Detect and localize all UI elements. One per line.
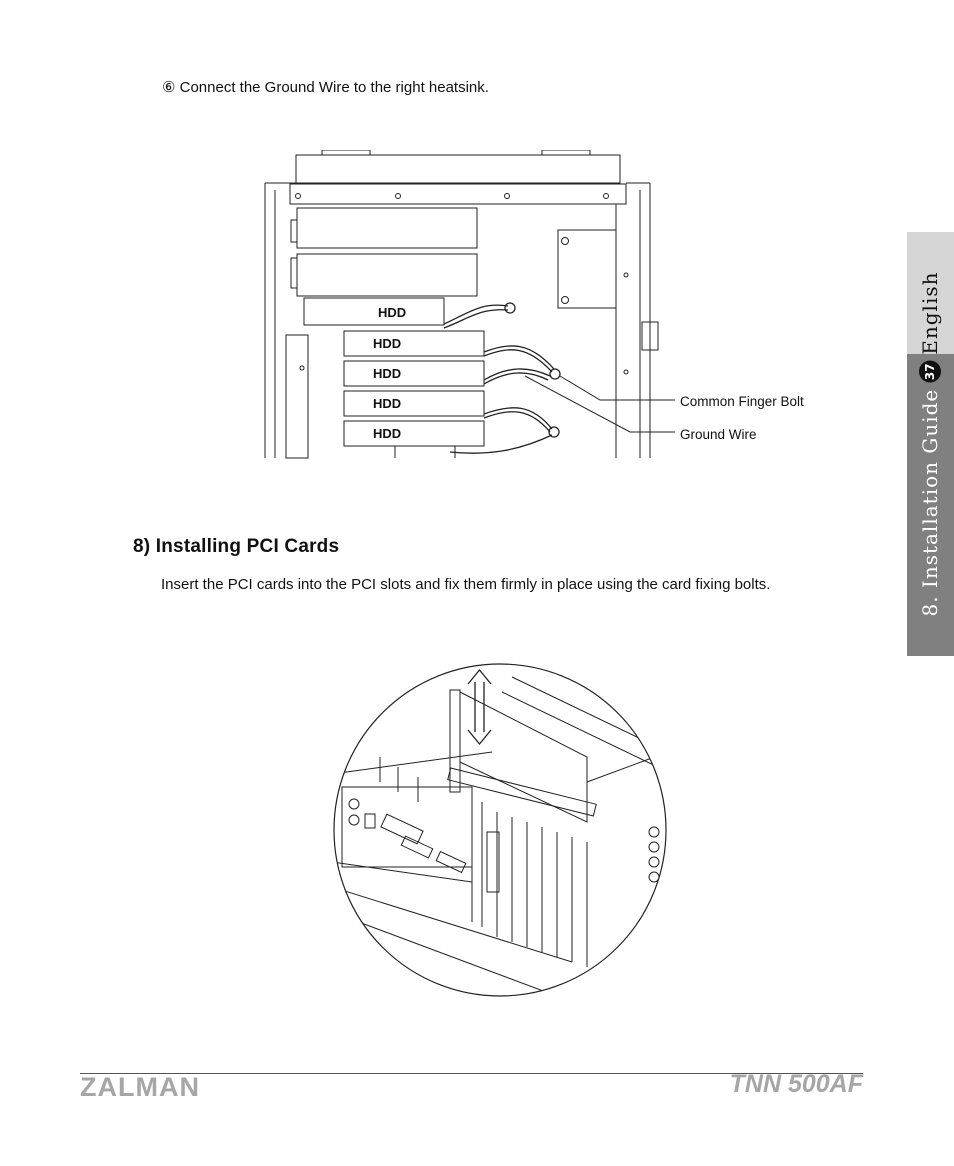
hdd-label: HDD <box>373 336 401 351</box>
insertion-arrow <box>467 668 492 746</box>
callout-ground-wire: Ground Wire <box>680 427 757 442</box>
product-model: TNN 500AF <box>729 1070 863 1098</box>
section-title: 8) Installing PCI Cards <box>133 536 340 557</box>
drive-bays <box>290 207 485 458</box>
pci-card-slots <box>447 767 597 967</box>
brand-logo: ZALMAN <box>80 1072 200 1102</box>
side-tab-chapter: 8. Installation Guide <box>918 388 942 617</box>
section-body: Insert the PCI cards into the PCI slots … <box>161 576 771 593</box>
hdd-label: HDD <box>373 366 401 381</box>
rear-panel <box>334 751 573 996</box>
pci-card-installation-diagram <box>333 663 667 997</box>
side-tab-language: English <box>918 271 942 355</box>
hdd-ground-wire-diagram: HDD HDD HDD HDD HDD Common Finger Bolt G… <box>264 150 804 459</box>
step-instruction: ⑥ Connect the Ground Wire to the right h… <box>162 79 489 96</box>
callout-common-finger-bolt: Common Finger Bolt <box>680 394 804 409</box>
hdd-label: HDD <box>378 305 406 320</box>
hdd-label: HDD <box>373 426 401 441</box>
callout-lines <box>524 375 675 433</box>
footer-divider <box>80 1073 863 1074</box>
side-holes <box>648 826 660 883</box>
page-number-badge: 37 <box>919 360 941 383</box>
pci-card <box>449 676 666 823</box>
chapter-side-tab: 8. Installation Guide 37 English <box>907 232 954 656</box>
hdd-label: HDD <box>373 396 401 411</box>
ground-wires <box>443 302 561 454</box>
case-frame <box>264 150 659 459</box>
